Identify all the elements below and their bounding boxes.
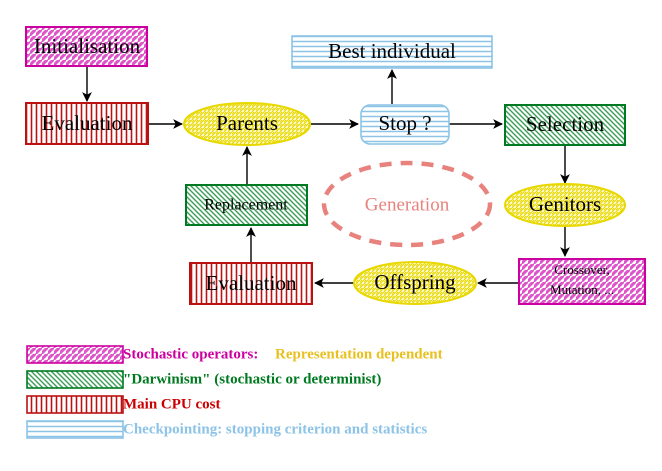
- node-label-selection: Selection: [526, 112, 605, 136]
- legend-row-checkpointing[interactable]: Checkpointing: stopping criterion and st…: [26, 420, 427, 439]
- node-label-parents: Parents: [216, 111, 278, 135]
- legend-row-stochastic-operators[interactable]: Stochastic operators: Representation dep…: [26, 345, 443, 364]
- evaluation-top-box: [25, 102, 149, 145]
- node-label-initialisation: Initialisation: [34, 34, 141, 58]
- node-evaluation-bottom[interactable]: Evaluation: [189, 262, 313, 305]
- node-label-crossover-line2: Mutation, ...: [550, 282, 614, 297]
- node-selection[interactable]: Selection: [504, 104, 626, 146]
- offspring-ellipse: [353, 261, 477, 305]
- evaluation-bottom-box: [189, 262, 313, 305]
- node-stop[interactable]: Stop ?: [360, 104, 450, 145]
- node-label-genitors: Genitors: [529, 192, 601, 216]
- node-parents[interactable]: Parents: [183, 102, 311, 146]
- legend-row-main-cpu-cost[interactable]: Main CPU cost: [26, 395, 221, 414]
- node-label-offspring: Offspring: [374, 270, 456, 294]
- legend-swatch-green-hatch: [26, 370, 124, 389]
- node-offspring[interactable]: Offspring: [353, 261, 477, 305]
- legend-swatch-magenta-hatch: [26, 345, 124, 364]
- genitors-ellipse: [504, 183, 626, 227]
- node-label-evaluation-top: Evaluation: [42, 111, 133, 135]
- node-best-individual[interactable]: Best individual: [291, 35, 493, 69]
- node-label-crossover-line1: Crossover,: [554, 262, 609, 277]
- legend-label-representation-dependent: Representation dependent: [275, 346, 443, 362]
- legend-swatch-blue-horizontal: [26, 420, 124, 439]
- edge-group: [82, 66, 570, 288]
- selection-box: [504, 104, 626, 146]
- legend-label-checkpointing: Checkpointing: stopping criterion and st…: [123, 421, 427, 437]
- node-label-generation: Generation: [365, 194, 450, 215]
- node-generation[interactable]: Generation: [321, 160, 493, 248]
- legend-swatch-red-vertical: [26, 395, 124, 414]
- legend-row-darwinism[interactable]: "Darwinism" (stochastic or determinist): [26, 370, 381, 389]
- best-individual-box: [291, 35, 493, 69]
- legend-label-main-cpu-cost: Main CPU cost: [123, 396, 221, 412]
- crossover-mutation-box: [518, 258, 646, 305]
- node-initialisation[interactable]: Initialisation: [25, 26, 148, 67]
- legend-label-stochastic-operators: Stochastic operators:: [123, 346, 258, 362]
- node-genitors[interactable]: Genitors: [504, 183, 626, 227]
- node-replacement[interactable]: Replacement: [185, 184, 308, 226]
- legend-label-darwinism: "Darwinism" (stochastic or determinist): [123, 371, 381, 387]
- node-crossover-mutation[interactable]: Crossover, Mutation, ...: [518, 258, 646, 305]
- node-label-best-individual: Best individual: [328, 39, 456, 63]
- parents-ellipse: [183, 102, 311, 146]
- node-label-replacement: Replacement: [204, 197, 288, 214]
- node-label-stop: Stop ?: [378, 111, 431, 135]
- node-evaluation-top[interactable]: Evaluation: [25, 102, 149, 145]
- legend: Stochastic operators: Representation dep…: [26, 345, 443, 439]
- replacement-box: [185, 184, 308, 226]
- generation-ellipse-outline: [321, 160, 493, 248]
- node-label-evaluation-bottom: Evaluation: [206, 271, 297, 295]
- initialisation-box: [25, 26, 148, 67]
- stop-box: [360, 104, 450, 145]
